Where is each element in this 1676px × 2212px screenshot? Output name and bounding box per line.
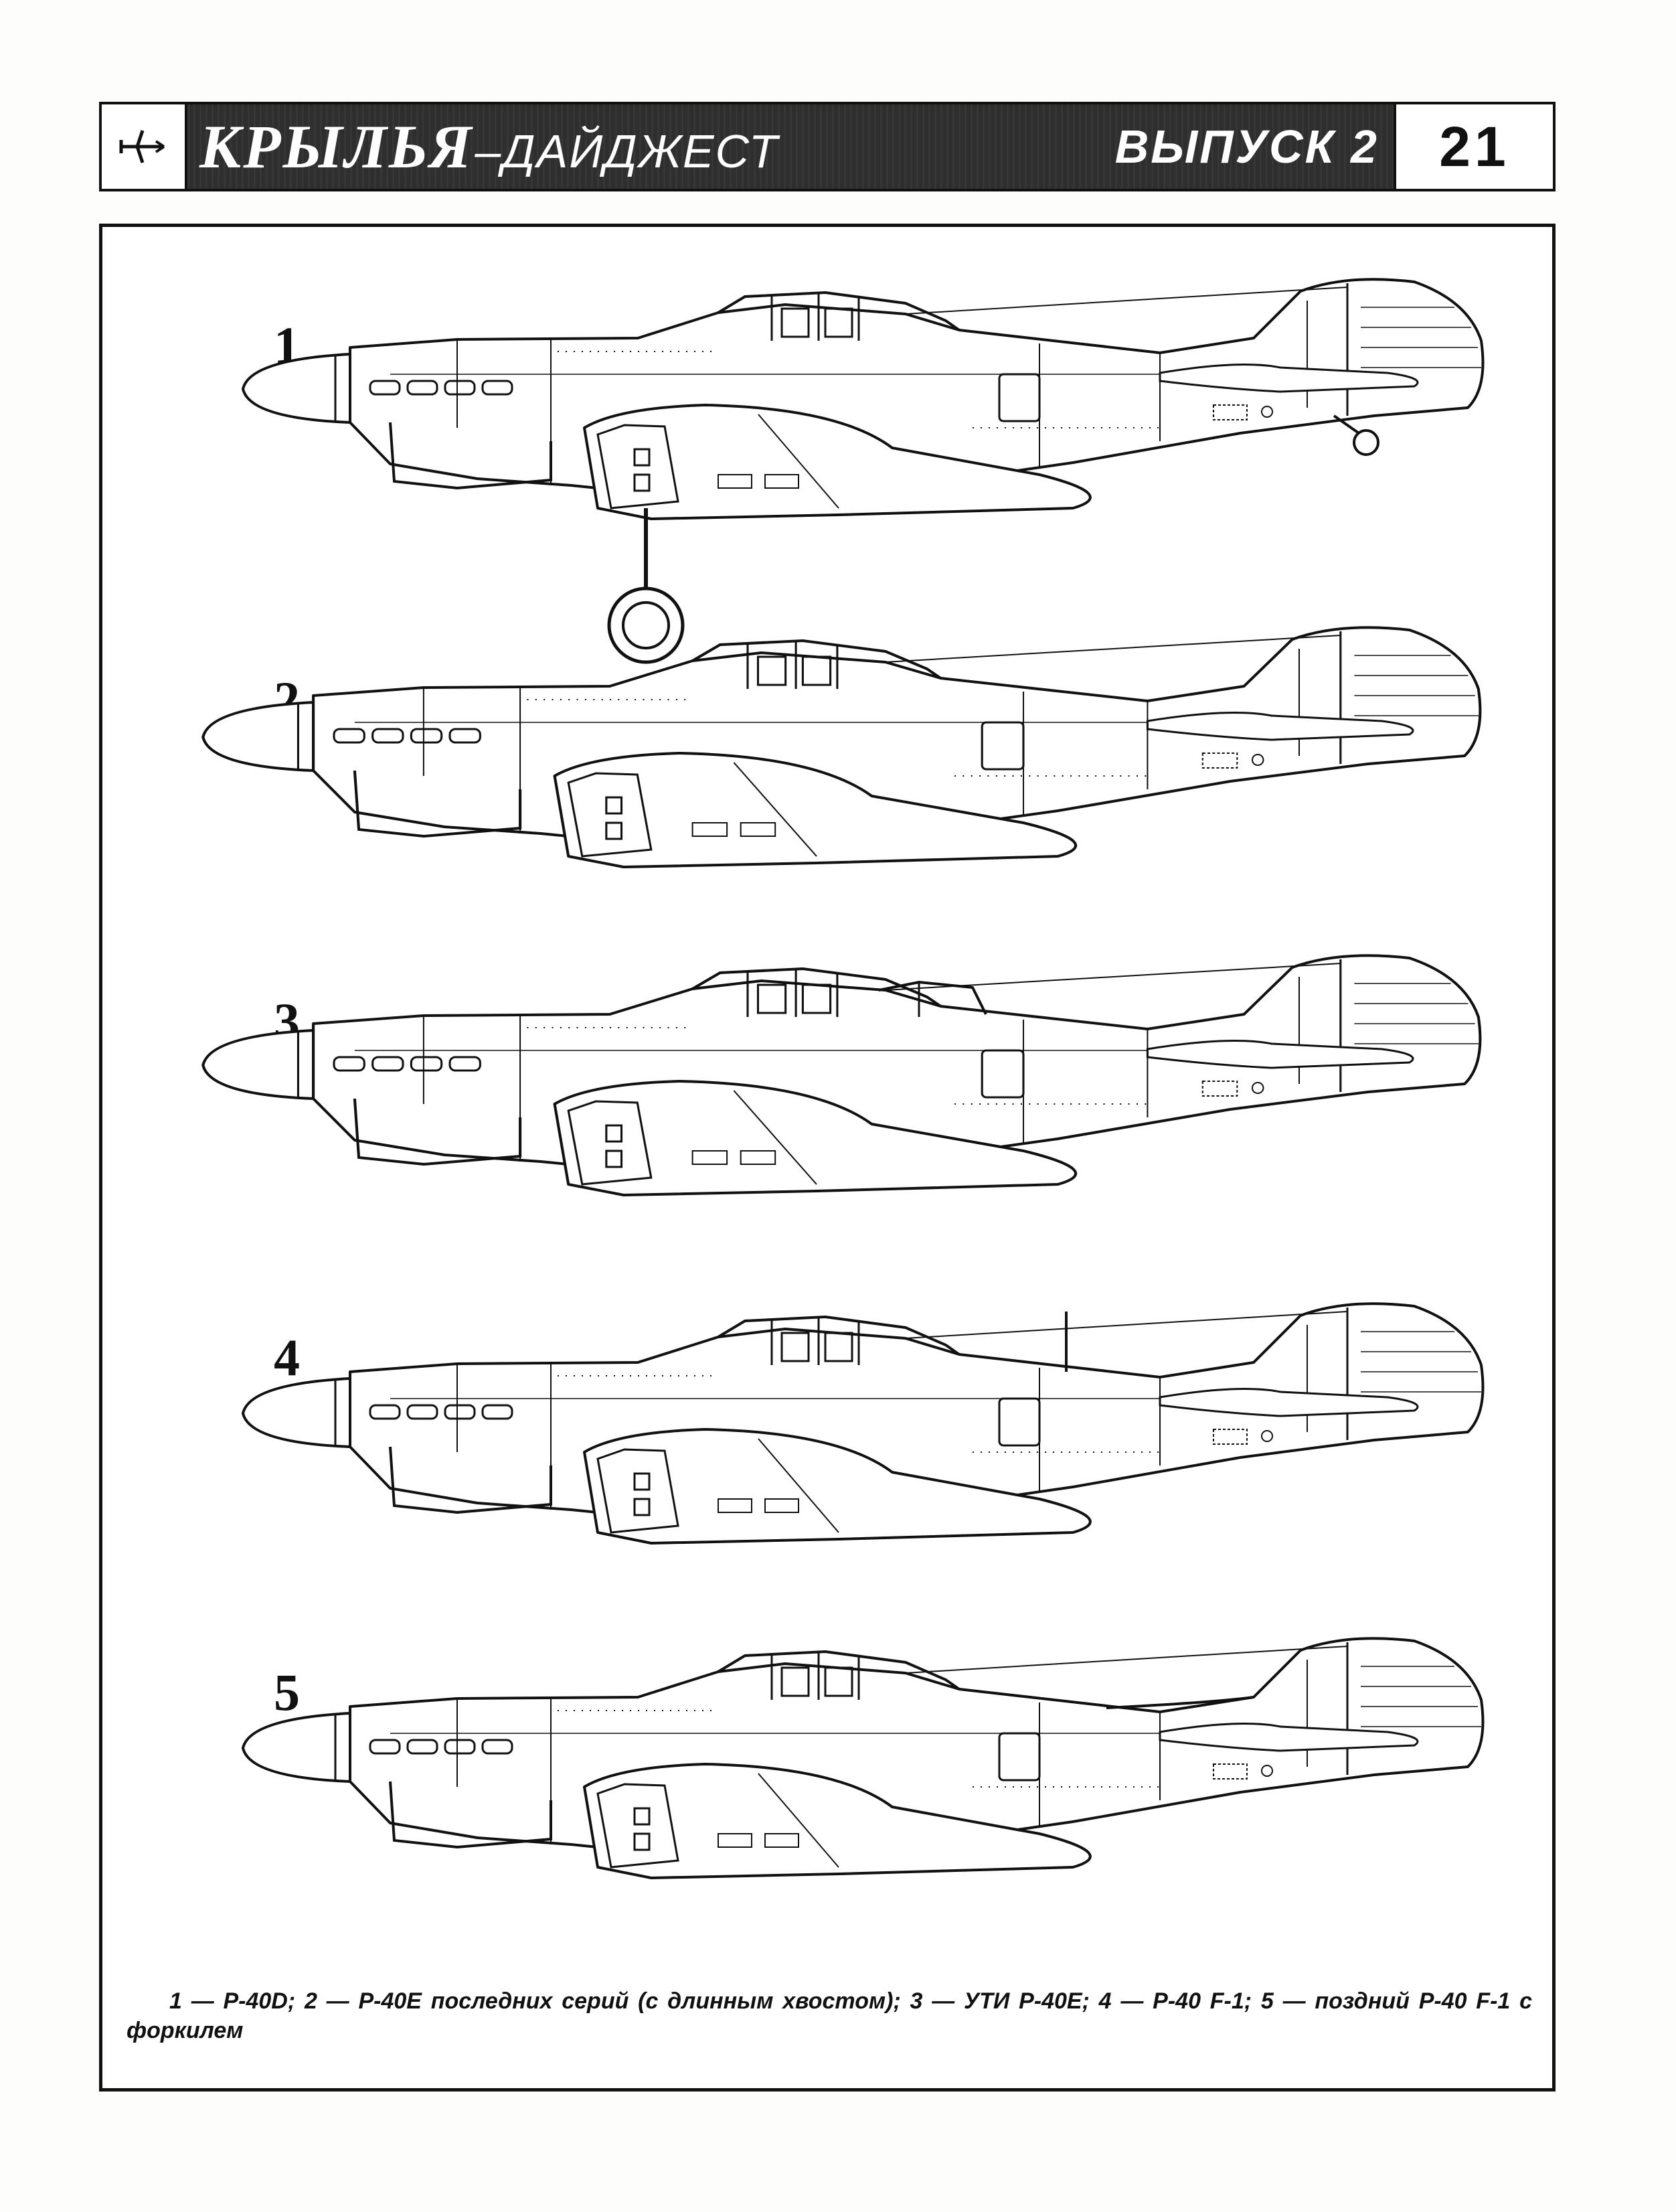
logo-box bbox=[102, 104, 187, 189]
magazine-title-sub: –ДАЙДЖЕСТ bbox=[475, 125, 779, 177]
figure-frame: 1 2 3 4 5 bbox=[99, 224, 1556, 2091]
page-number: 21 bbox=[1394, 104, 1553, 189]
aircraft-row-5: 5 bbox=[102, 1633, 1552, 1981]
aircraft-drawing-p40e bbox=[196, 622, 1528, 930]
aircraft-drawing-late-p40-f1 bbox=[242, 1637, 1485, 1879]
figure-number: 5 bbox=[274, 1663, 300, 1721]
magazine-title-main: КРЫЛЬЯ bbox=[199, 112, 474, 181]
title-band: КРЫЛЬЯ –ДАЙДЖЕСТ ВЫПУСК 2 bbox=[187, 104, 1394, 189]
figure-caption: 1 — P-40D; 2 — P-40E последних серий (с … bbox=[127, 1986, 1532, 2045]
aircraft-row-3: 3 bbox=[102, 977, 1552, 1325]
issue-label: ВЫПУСК 2 bbox=[1114, 121, 1379, 173]
aircraft-drawing-p40-f1 bbox=[242, 1302, 1485, 1545]
aircraft-drawing-uti-p40e bbox=[196, 950, 1528, 1258]
aircraft-row-4: 4 bbox=[102, 1302, 1552, 1653]
aircraft-silhouette-icon bbox=[119, 130, 165, 163]
aircraft-drawing-p40d bbox=[242, 278, 1485, 664]
magazine-title: КРЫЛЬЯ –ДАЙДЖЕСТ bbox=[199, 111, 779, 182]
magazine-header: КРЫЛЬЯ –ДАЙДЖЕСТ ВЫПУСК 2 21 bbox=[99, 102, 1556, 191]
figure-caption-text: 1 — P-40D; 2 — P-40E последних серий (с … bbox=[127, 1988, 1532, 2043]
aircraft-row-1: 1 bbox=[102, 274, 1552, 664]
figure-number: 4 bbox=[274, 1328, 300, 1387]
aircraft-row-2: 2 bbox=[102, 642, 1552, 990]
